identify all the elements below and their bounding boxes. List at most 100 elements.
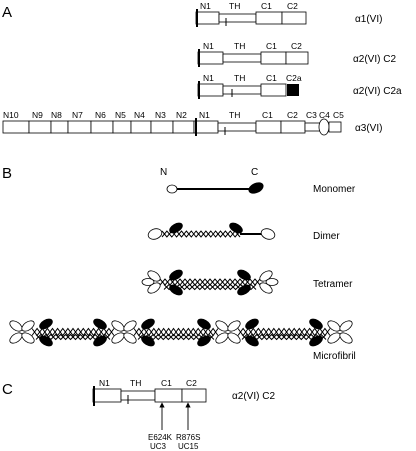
mutation-patient: UC3 xyxy=(150,442,167,451)
triple-helix-strand xyxy=(31,327,115,337)
domain-label: C1 xyxy=(266,41,277,51)
domain-c1 xyxy=(154,388,183,403)
c-terminal-globule xyxy=(141,318,155,330)
chain-label: α2(VI) C2 xyxy=(232,391,275,402)
domain-c2 xyxy=(280,120,306,134)
c-terminal-globule xyxy=(309,335,323,347)
domain-c3 xyxy=(304,122,321,132)
domain-label: N1 xyxy=(203,73,214,83)
n-terminal-globule xyxy=(327,332,341,344)
domain-th xyxy=(218,13,257,23)
alpha2-c2-chain-row: N1 TH C1 C2 α2(VI) C2 xyxy=(197,41,396,67)
domain-c2 xyxy=(281,11,307,25)
domain-n7 xyxy=(67,120,92,134)
monomer-n-terminus-label: N xyxy=(160,167,167,178)
domain-label: C1 xyxy=(261,1,272,11)
n-terminal-globule xyxy=(166,184,178,194)
n-terminal-globule xyxy=(215,320,229,332)
domain-label: TH xyxy=(234,73,245,83)
c-terminal-globule xyxy=(197,335,211,347)
domain-label: C1 xyxy=(266,73,277,83)
c-terminal-globule xyxy=(237,284,251,296)
c-terminal-globule xyxy=(248,182,264,194)
domain-label: N3 xyxy=(155,110,166,120)
chain-label: α3(VI) xyxy=(355,123,382,134)
domain-label: N4 xyxy=(134,110,145,120)
mutation-patient: UC15 xyxy=(178,442,199,451)
triple-helix-strand xyxy=(35,333,111,341)
domain-n1 xyxy=(197,51,224,65)
triple-helix-strand xyxy=(133,327,219,337)
monomer-c-terminus-label: C xyxy=(251,167,258,178)
n-terminal-globule xyxy=(265,278,279,286)
domain-label: N1 xyxy=(199,110,210,120)
monomer-label: Monomer xyxy=(313,184,356,195)
domain-label: C2 xyxy=(291,41,302,51)
triple-helix-strand xyxy=(159,278,261,286)
n-terminal-globule xyxy=(339,332,353,344)
n-terminal-globule xyxy=(21,320,35,332)
tetramer-diagram xyxy=(141,269,279,296)
domain-label: TH xyxy=(234,41,245,51)
domain-th xyxy=(217,122,257,132)
domain-n3 xyxy=(150,120,174,134)
domain-label: C2 xyxy=(287,110,298,120)
mutation-change: R876S xyxy=(176,433,200,442)
n-terminal-globule xyxy=(339,320,353,332)
c-terminal-globule xyxy=(309,318,323,330)
domain-label: C5 xyxy=(333,110,344,120)
c-terminal-globule xyxy=(169,222,183,234)
domain-n5 xyxy=(112,120,132,134)
domain-c4 xyxy=(318,118,330,136)
domain-n1 xyxy=(197,83,224,97)
domain-label: C4 xyxy=(319,110,330,120)
domain-n8 xyxy=(50,120,69,134)
domain-c5 xyxy=(328,121,342,133)
chain-label: α2(VI) C2a xyxy=(353,86,402,97)
c-terminal-globule xyxy=(93,318,107,330)
panel-a-letter: A xyxy=(2,4,12,21)
alpha2-c2-mutation-map: N1 TH C1 C2 α2(VI) C2 E624K UC3 R876S UC… xyxy=(92,378,275,451)
domain-label: C2 xyxy=(186,378,197,388)
domain-n1 xyxy=(92,388,122,403)
domain-label: C1 xyxy=(262,110,273,120)
domain-label: C1 xyxy=(161,378,172,388)
domain-c1 xyxy=(255,120,282,134)
tetramer-label: Tetramer xyxy=(313,279,353,290)
c-terminal-globule xyxy=(169,284,183,296)
n-terminal-globule xyxy=(141,278,155,286)
domain-n1 xyxy=(195,11,220,25)
c-terminal-globule xyxy=(245,335,259,347)
domain-th xyxy=(222,53,262,63)
domain-c1 xyxy=(255,11,283,25)
n-terminal-globule xyxy=(9,332,23,344)
domain-n6 xyxy=(90,120,114,134)
triple-helix-strand xyxy=(31,327,115,337)
c-terminal-globule xyxy=(93,335,107,347)
c-terminal-globule xyxy=(237,269,251,281)
domain-label: N8 xyxy=(51,110,62,120)
domain-n1 xyxy=(193,120,219,134)
c-terminal-globule xyxy=(141,335,155,347)
alpha3-chain-row: N10 N9 N8 N7 N6 N5 N4 N3 N2 N1 TH C1 C2 … xyxy=(2,110,382,136)
microfibril-diagram xyxy=(9,318,353,347)
alpha2-c2a-chain-row: N1 TH C1 C2a α2(VI) C2a xyxy=(197,73,402,99)
mutation-change: E624K xyxy=(148,433,173,442)
domain-n2 xyxy=(172,120,195,134)
domain-th xyxy=(120,390,156,401)
n-terminal-globule xyxy=(123,320,137,332)
domain-label: N7 xyxy=(72,110,83,120)
domain-label: N5 xyxy=(115,110,126,120)
domain-label: TH xyxy=(229,110,240,120)
n-terminal-globule xyxy=(227,320,241,332)
n-terminal-globule xyxy=(215,332,229,344)
n-terminal-globule xyxy=(21,332,35,344)
monomer-diagram: N C Monomer xyxy=(160,167,356,195)
c-terminal-globule xyxy=(169,269,183,281)
domain-c2 xyxy=(285,51,309,65)
n-terminal-globule xyxy=(327,320,341,332)
domain-n10 xyxy=(2,120,30,134)
microfibril-label: Microfibril xyxy=(313,351,356,362)
triple-helix-strand xyxy=(161,230,241,238)
